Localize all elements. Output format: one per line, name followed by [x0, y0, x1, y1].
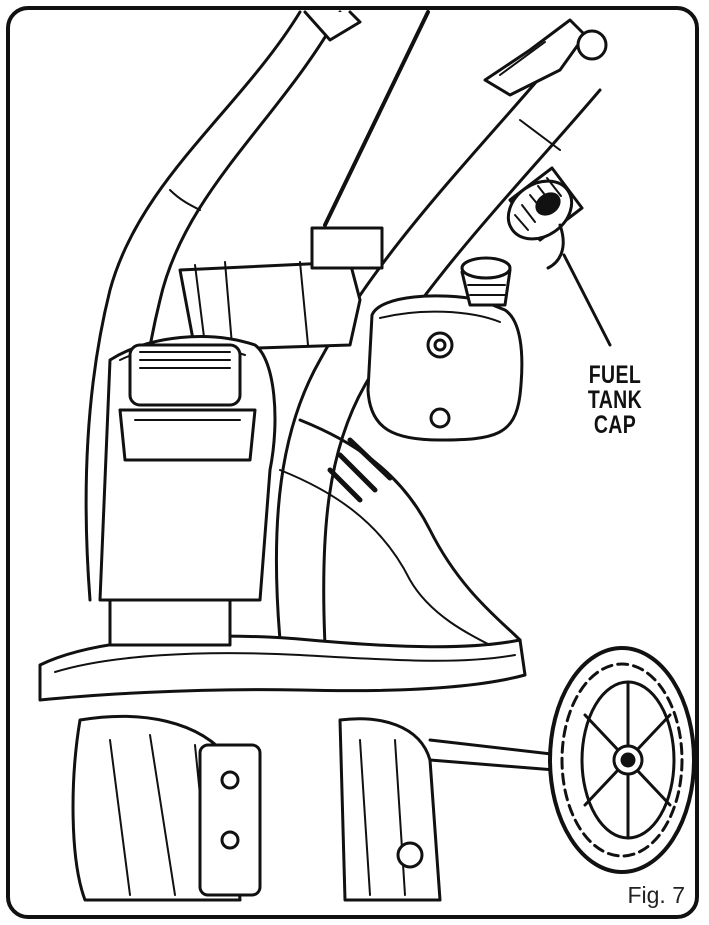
callout-leader-line — [562, 253, 612, 347]
fuel-tank-neck — [460, 256, 512, 307]
fuel-tank-cap-label: FUEL TANK CAP — [560, 363, 669, 438]
engine-shroud — [98, 335, 277, 602]
fuel-tank — [366, 294, 524, 442]
wheel-axle — [428, 738, 562, 772]
callout-line-1: FUEL TANK — [587, 361, 643, 414]
engine-block — [178, 226, 384, 352]
center-rod — [323, 10, 430, 227]
throttle-lever — [303, 10, 608, 97]
transport-wheel — [548, 646, 696, 874]
tines — [71, 714, 442, 902]
fuel-tank-cap — [506, 166, 584, 270]
callout-line-2: CAP — [593, 411, 637, 439]
figure-number: Fig. 7 — [627, 882, 685, 908]
tiller-fender — [38, 418, 527, 702]
